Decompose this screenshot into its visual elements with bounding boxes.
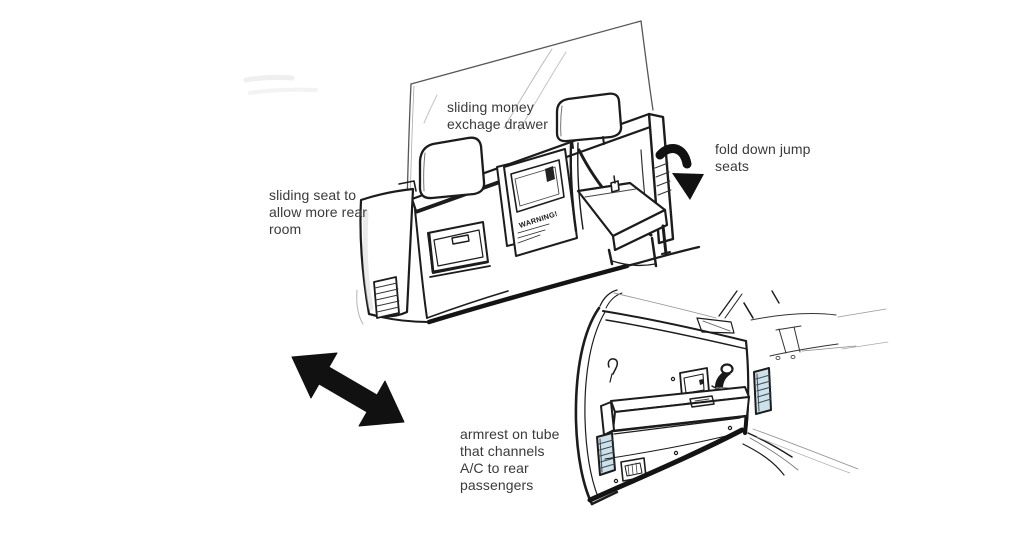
slide-direction-arrow-icon (291, 352, 405, 427)
annotation-jump-seats: fold down jump seats (715, 141, 811, 174)
door-panel-sketch (574, 289, 889, 506)
annotation-money-drawer: sliding money exchage drawer (447, 99, 549, 132)
annotation-sliding-seat: sliding seat to allow more rear room (269, 187, 367, 237)
fold-down-arrow-icon (655, 144, 704, 200)
annotation-armrest: armrest on tube that channels A/C to rea… (460, 426, 560, 493)
partition-sketch: WARNING! (243, 20, 701, 325)
